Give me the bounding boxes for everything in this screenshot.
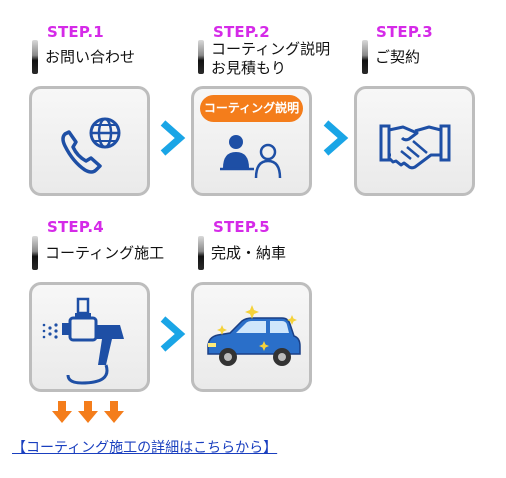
shiny-car-icon (207, 305, 301, 366)
step-2-title: コーティング説明 お見積もり (198, 40, 330, 78)
step-4-label: STEP.4 (47, 218, 104, 236)
down-arrow-icon (104, 401, 124, 423)
title-bar-marker (198, 236, 204, 270)
title-bar-marker (362, 40, 368, 74)
step-2-label: STEP.2 (213, 23, 270, 41)
step-3-title: ご契約 (362, 40, 420, 74)
step-5-title-text: 完成・納車 (211, 244, 287, 262)
step-4-title-text: コーティング施工 (45, 244, 165, 262)
step-1-title: お問い合わせ (32, 40, 135, 74)
step-3-card (354, 86, 475, 196)
step-2-card: コーティング説明 (191, 86, 312, 196)
handshake-icon (379, 124, 451, 170)
title-bar-marker (198, 40, 204, 74)
title-bar-marker (32, 40, 38, 74)
chevron-right-icon (323, 120, 349, 156)
step-1-label: STEP.1 (47, 23, 104, 41)
consultation-icon (220, 135, 282, 179)
step-4-title: コーティング施工 (32, 236, 164, 270)
down-arrows (52, 401, 124, 423)
step-4-card (29, 282, 150, 392)
step-5-title: 完成・納車 (198, 236, 286, 270)
step-2-title-text: コーティング説明 お見積もり (211, 40, 331, 77)
down-arrow-icon (78, 401, 98, 423)
down-arrow-icon (52, 401, 72, 423)
chevron-right-icon (160, 316, 186, 352)
coating-details-link[interactable]: 【コーティング施工の詳細はこちらから】 (12, 440, 278, 456)
step-3-title-text: ご契約 (375, 48, 421, 66)
title-bar-marker (32, 236, 38, 270)
coating-explanation-badge: コーティング説明 (200, 95, 303, 122)
chevron-right-icon (160, 120, 186, 156)
spray-gun-icon (42, 297, 124, 385)
step-1-title-text: お問い合わせ (45, 48, 136, 66)
step-1-card (29, 86, 150, 196)
phone-globe-icon (61, 117, 121, 174)
step-5-card (191, 282, 312, 392)
step-5-label: STEP.5 (213, 218, 270, 236)
step-3-label: STEP.3 (376, 23, 433, 41)
